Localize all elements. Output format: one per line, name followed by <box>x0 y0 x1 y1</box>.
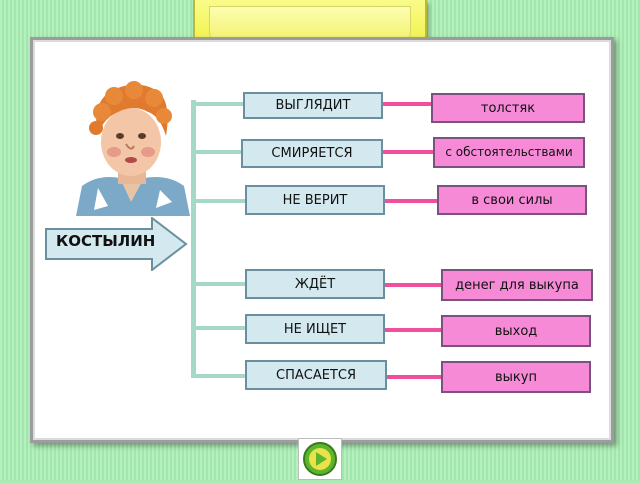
branch-line <box>191 199 247 203</box>
branch-line <box>191 102 245 106</box>
object-box: выход <box>441 315 591 347</box>
branch-line <box>191 374 247 378</box>
object-box: в свои силы <box>437 185 587 215</box>
object-box: денег для выкупа <box>441 269 593 301</box>
verb-box: НЕ ИЩЕТ <box>245 314 385 344</box>
play-arrow-icon <box>303 442 337 476</box>
tree-bracket <box>191 100 196 378</box>
verb-box: ВЫГЛЯДИТ <box>243 92 383 119</box>
connector-line <box>383 102 433 106</box>
connector-line <box>385 283 443 287</box>
verb-box: СМИРЯЕТСЯ <box>241 139 383 168</box>
connector-line <box>385 199 439 203</box>
branch-line <box>191 150 243 154</box>
object-box: выкуп <box>441 361 591 393</box>
verb-box: ЖДЁТ <box>245 269 385 299</box>
connector-line <box>383 150 435 154</box>
connector-line <box>385 328 443 332</box>
object-box: толстяк <box>431 93 585 123</box>
verb-box: НЕ ВЕРИТ <box>245 185 385 215</box>
portrait-image <box>68 78 194 216</box>
verb-box: СПАСАЕТСЯ <box>245 360 387 390</box>
connector-line <box>387 375 443 379</box>
branch-line <box>191 326 247 330</box>
hero-name: КОСТЫЛИН <box>56 232 156 250</box>
next-slide-button[interactable] <box>298 438 342 480</box>
hero-arrow-shape <box>45 217 188 271</box>
branch-line <box>191 282 247 286</box>
object-box: с обстоятельствами <box>433 137 585 168</box>
